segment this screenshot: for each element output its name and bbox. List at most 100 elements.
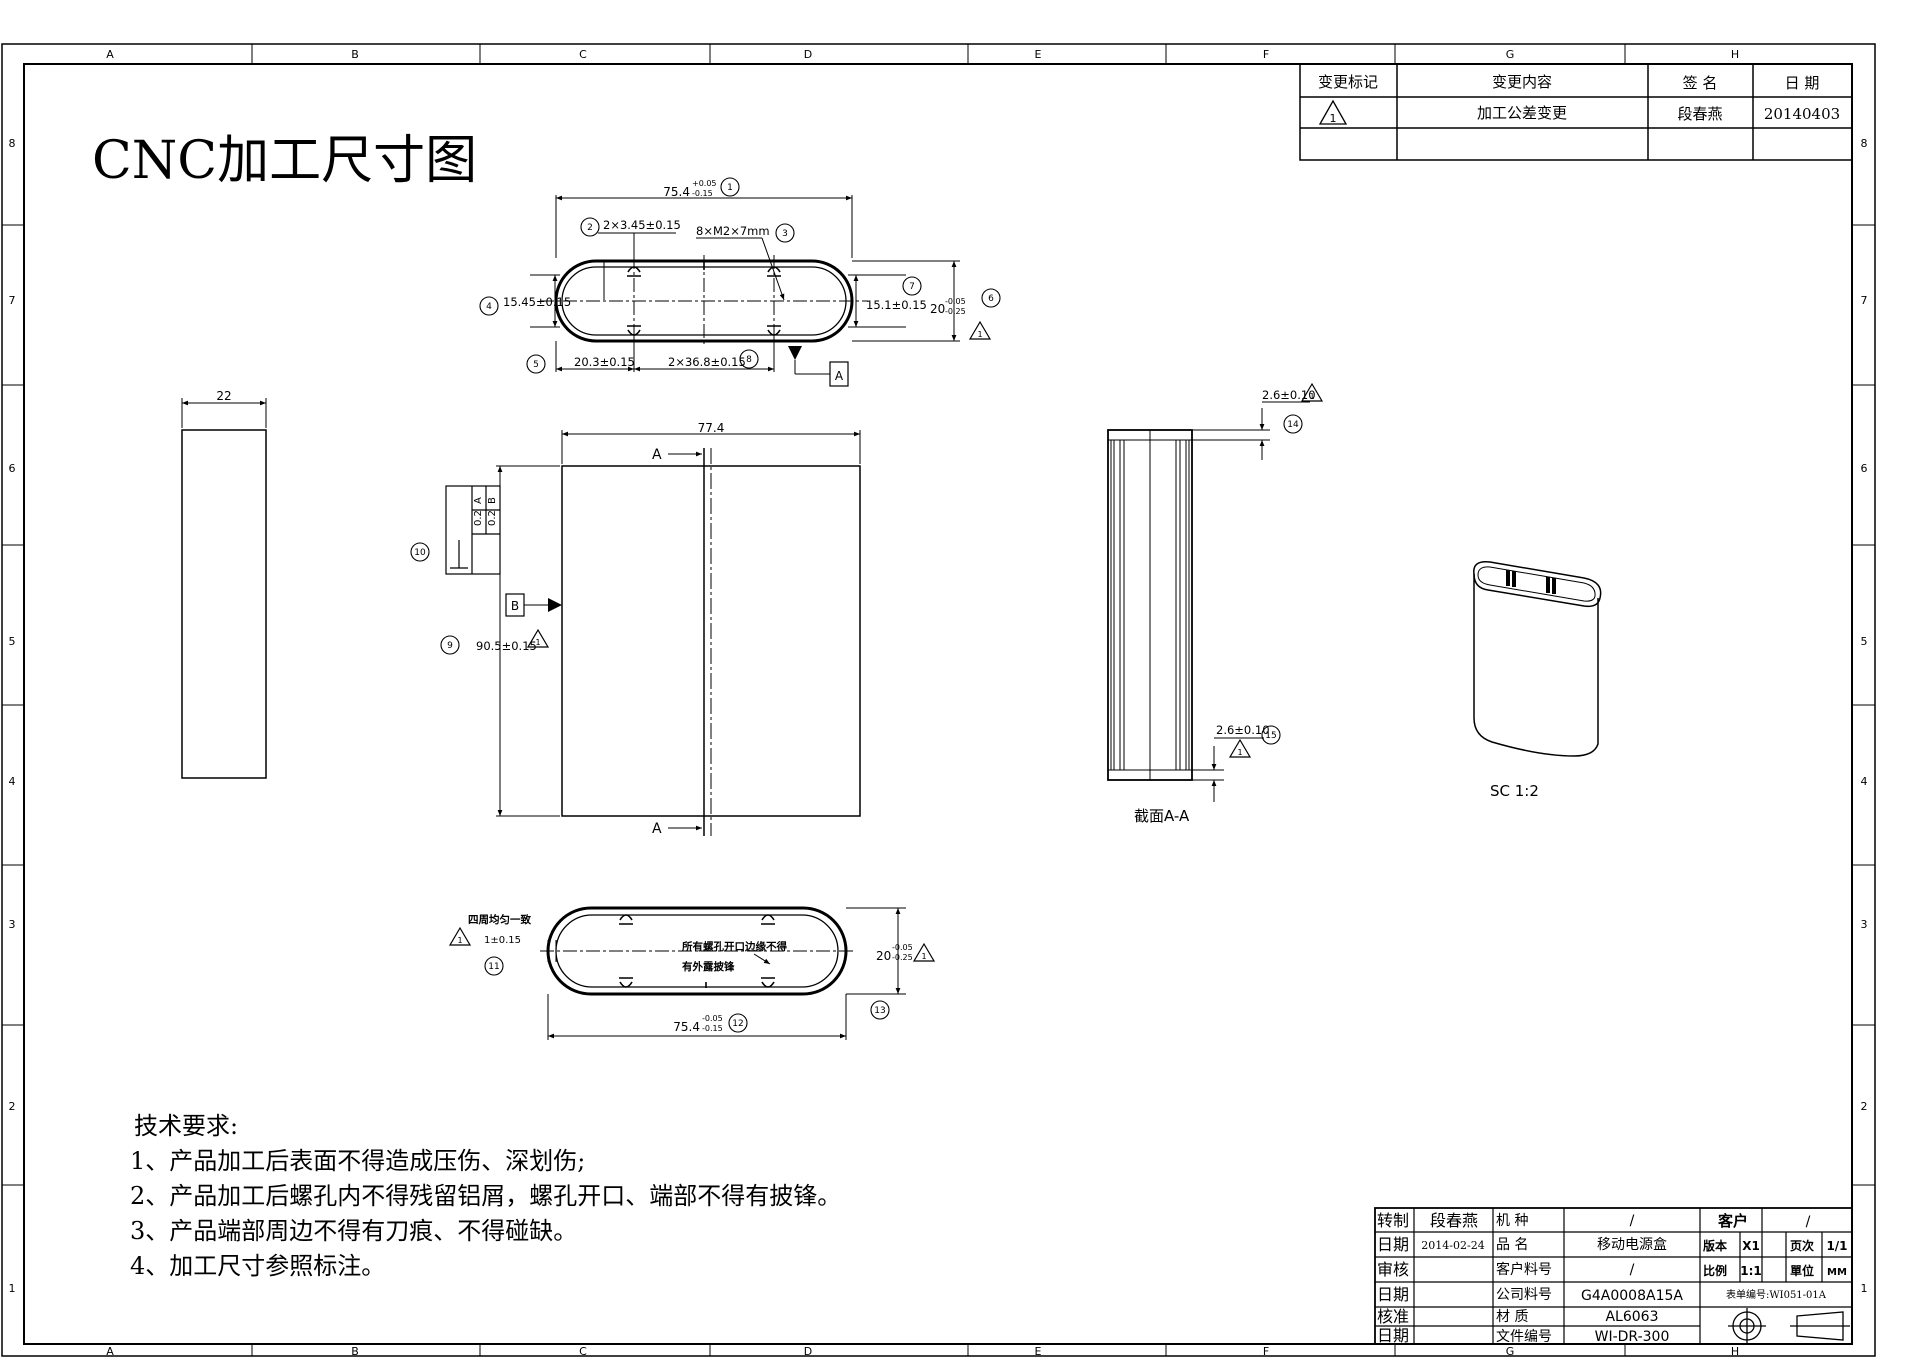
callout-balloons xyxy=(410,177,1303,1033)
warning-triangle-icon: 1 xyxy=(1318,99,1348,125)
warning-triangle-numbers: 1 1 1 1 1 1 xyxy=(457,330,1314,961)
tb-review-label: 审核 xyxy=(1377,1260,1409,1279)
callout-number: 6 xyxy=(988,294,994,304)
top-dim-length: 75.4 xyxy=(663,185,690,199)
tb-date3-label: 日期 xyxy=(1377,1326,1409,1345)
top-dim-width-tol-low: -0.25 xyxy=(945,307,966,316)
warning-mark-number: 1 xyxy=(535,638,540,647)
top-dim-width-tol-up: -0.05 xyxy=(945,297,966,306)
zone-label-bottom: D xyxy=(804,1345,812,1358)
tb-material: AL6063 xyxy=(1605,1309,1658,1325)
top-view: 75.4 +0.05 -0.15 2×3.45±0.15 8×M2×7mm 15… xyxy=(503,179,966,387)
zone-label-right: 8 xyxy=(1861,137,1868,150)
tb-date-label: 日期 xyxy=(1377,1235,1409,1254)
sheet-border xyxy=(1,43,1876,1357)
zone-label-bottom: B xyxy=(351,1345,359,1358)
projection-symbol-icon xyxy=(1728,1308,1850,1344)
zone-label-left: 8 xyxy=(9,137,16,150)
zone-label-right: 7 xyxy=(1861,294,1868,307)
zone-label-top: F xyxy=(1263,48,1269,61)
front-dim-width: 77.4 xyxy=(698,421,725,435)
tb-drafter: 段春燕 xyxy=(1430,1211,1478,1230)
zone-label-bottom: C xyxy=(579,1345,587,1358)
zone-label-bottom: A xyxy=(106,1345,114,1358)
side-dim-width: 22 xyxy=(216,389,231,403)
title-block: 转制 日期 审核 日期 核准 日期 段春燕 2014-02-24 机 种 品 名… xyxy=(1374,1207,1853,1345)
callout-number: 12 xyxy=(732,1019,743,1029)
note-uniform: 四周均匀一致 xyxy=(468,913,531,926)
callout-number: 13 xyxy=(874,1006,885,1016)
callout-number: 14 xyxy=(1287,420,1299,430)
top-dim-width: 20 xyxy=(930,302,945,316)
tb-model-label: 机 种 xyxy=(1496,1213,1528,1229)
callout-number: 2 xyxy=(587,223,593,233)
tb-name-label: 品 名 xyxy=(1496,1237,1528,1253)
section-dim-bottom: 2.6±0.10 xyxy=(1216,723,1270,737)
tb-file-no: WI-DR-300 xyxy=(1595,1329,1670,1345)
section-view: 2.6±0.10 2.6±0.10 截面A-A xyxy=(1107,388,1316,825)
fcf-tolerance-1: 0.2 xyxy=(473,510,484,526)
tb-version-label: 版本 xyxy=(1703,1238,1727,1253)
top-dim-screw: 8×M2×7mm xyxy=(696,224,770,238)
tb-unit: MM xyxy=(1827,1267,1847,1278)
zone-label-left: 7 xyxy=(9,294,16,307)
zone-label-bottom: E xyxy=(1035,1345,1042,1358)
iso-scale-label: SC 1:2 xyxy=(1490,782,1539,800)
fcf-datum-1: A xyxy=(473,497,484,504)
bottom-dim-length: 75.4 xyxy=(673,1020,700,1034)
note-burr-line-1: 所有螺孔开口边缘不得 xyxy=(682,940,787,953)
front-view: 77.4 A A 90.5±0.15 0.2 A 0.2 B B xyxy=(445,421,861,837)
callout-number: 7 xyxy=(909,282,915,292)
tb-customer: / xyxy=(1806,1214,1811,1230)
top-dim-offset: 20.3±0.15 xyxy=(574,355,635,369)
tb-page: 1/1 xyxy=(1826,1239,1847,1253)
zone-label-right: 3 xyxy=(1861,918,1868,931)
zone-label-top: A xyxy=(106,48,114,61)
zone-label-left: 2 xyxy=(9,1100,16,1113)
tb-approve-label: 核准 xyxy=(1377,1307,1409,1326)
callout-number: 4 xyxy=(486,302,492,312)
tech-heading: 技术要求: xyxy=(134,1112,238,1140)
bottom-dim-thickness: 1±0.15 xyxy=(484,935,521,946)
zone-label-left: 3 xyxy=(9,918,16,931)
revision-header-content: 变更内容 xyxy=(1492,73,1552,91)
callout-number: 9 xyxy=(447,641,453,651)
zone-label-bottom: H xyxy=(1731,1345,1739,1358)
tb-comp-part-label: 公司料号 xyxy=(1496,1287,1552,1303)
zone-label-top: D xyxy=(804,48,812,61)
zone-label-left: 6 xyxy=(9,462,16,475)
top-dim-length-tol-low: -0.15 xyxy=(692,189,713,198)
top-dim-pitch: 2×36.8±0.15 xyxy=(668,355,746,369)
revision-content: 加工公差变更 xyxy=(1477,104,1567,122)
zone-label-right: 2 xyxy=(1861,1100,1868,1113)
zone-label-top: B xyxy=(351,48,359,61)
front-dim-height: 90.5±0.15 xyxy=(476,639,537,653)
zone-label-right: 4 xyxy=(1861,775,1868,788)
tb-drafter-label: 转制 xyxy=(1377,1211,1409,1230)
zone-dividers xyxy=(2,44,1875,1356)
tb-cust-part-label: 客户料号 xyxy=(1496,1261,1552,1278)
callout-numbers: 1 2 3 4 5 6 7 8 9 10 11 12 13 14 15 xyxy=(414,183,1299,1029)
section-mark-top: A xyxy=(652,447,662,463)
bottom-dim-width-tol-low: -0.25 xyxy=(892,953,913,962)
revision-table: 变更标记 变更内容 签 名 日 期 加工公差变更 段春燕 20140403 1 xyxy=(1299,63,1853,161)
callout-number: 8 xyxy=(746,355,752,365)
zone-label-top: C xyxy=(579,48,587,61)
warning-mark-number: 1 xyxy=(1237,748,1242,757)
tb-version: X1 xyxy=(1742,1239,1760,1253)
tech-item: 1、产品加工后表面不得造成压伤、深划伤; xyxy=(130,1147,585,1175)
tb-material-label: 材 质 xyxy=(1496,1309,1528,1325)
isometric-view xyxy=(1473,561,1602,757)
revision-date: 20140403 xyxy=(1764,105,1840,123)
top-dim-holes: 2×3.45±0.15 xyxy=(603,218,681,232)
zone-label-top: H xyxy=(1731,48,1739,61)
zone-label-top: G xyxy=(1506,48,1515,61)
warning-mark-number: 1 xyxy=(457,936,462,945)
tb-unit-label: 單位 xyxy=(1790,1263,1814,1278)
warning-triangle-icon xyxy=(448,320,1324,962)
side-view: 22 xyxy=(181,389,267,779)
bottom-view: 四周均匀一致 1±0.15 所有螺孔开口边缘不得 有外露披锋 75.4 -0.0… xyxy=(468,906,913,1040)
callout-number: 5 xyxy=(533,360,539,370)
revision-header-date: 日 期 xyxy=(1785,74,1820,92)
zone-label-left: 4 xyxy=(9,775,16,788)
